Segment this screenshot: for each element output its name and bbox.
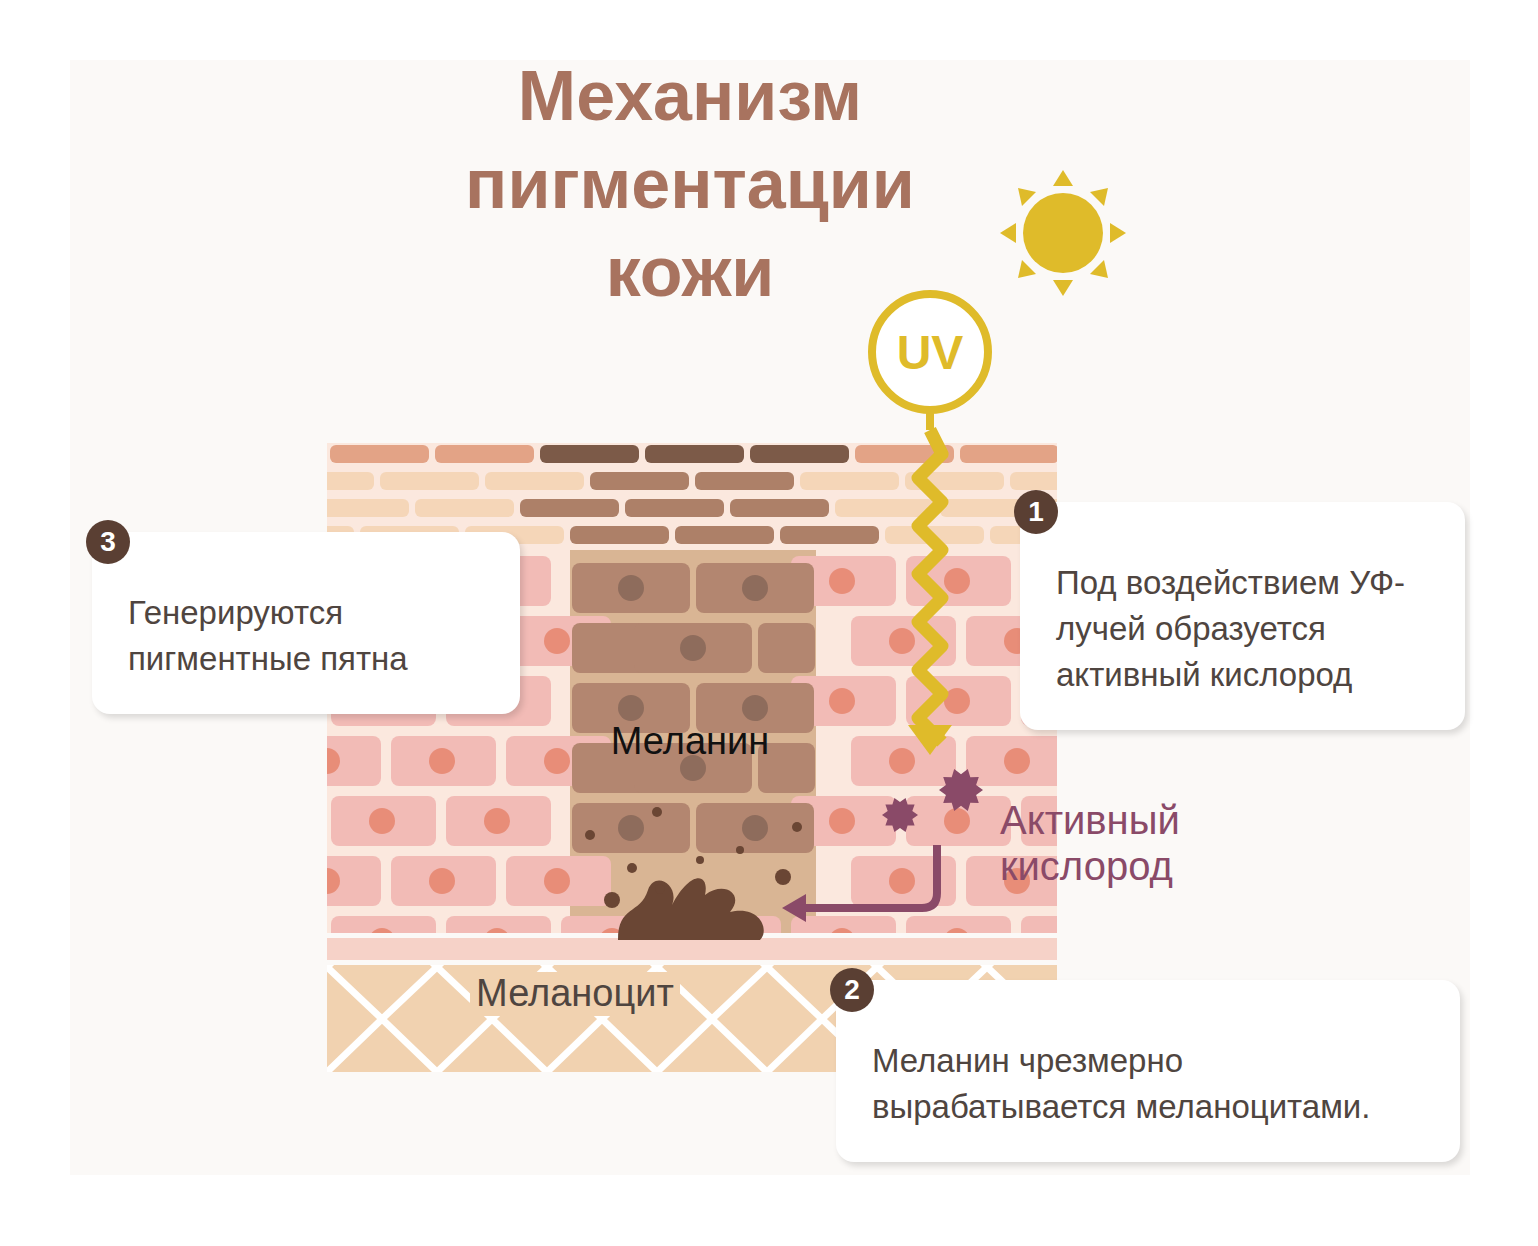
callout-box: 2Меланин чрезмерно вырабатывается мелано… [836, 980, 1460, 1162]
callout-text: Под воздействием УФ-лучей образуется акт… [1056, 560, 1435, 698]
callout-text: Генерируются пигментные пятна [128, 590, 490, 682]
uv-circle: UV [870, 292, 990, 412]
uv-label: UV [897, 325, 964, 380]
melanocyte-label: Меланоцит [470, 972, 680, 1016]
callout-box: 1Под воздействием УФ-лучей образуется ак… [1020, 502, 1465, 730]
callout-number: 3 [86, 520, 130, 564]
active-oxygen-label: Активный кислород [1000, 797, 1210, 889]
callout-number: 2 [830, 968, 874, 1012]
diagram-title: Механизм пигментации кожи [390, 52, 990, 316]
callout-text: Меланин чрезмерно вырабатывается меланоц… [872, 1038, 1430, 1130]
callout-number: 1 [1014, 490, 1058, 534]
callout-box: 3Генерируются пигментные пятна [92, 532, 520, 714]
melanin-label: Меланин [611, 720, 769, 764]
